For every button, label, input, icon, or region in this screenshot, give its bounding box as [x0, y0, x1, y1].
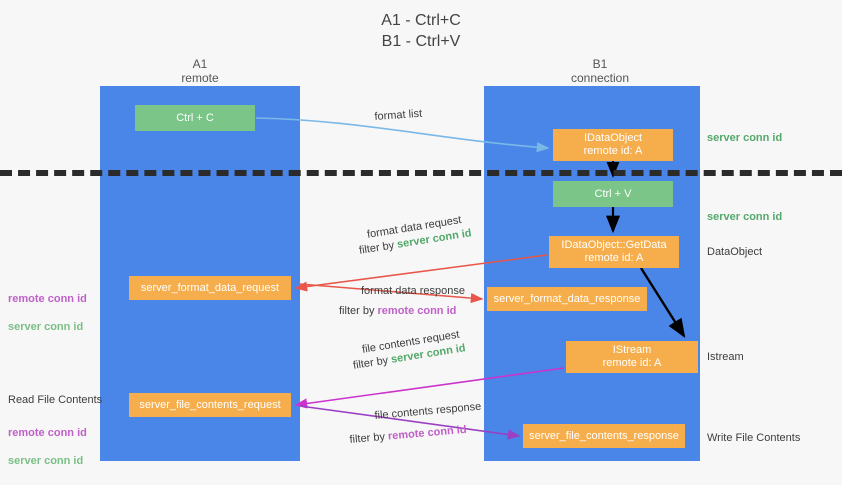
annotation-server-conn-id-top: server conn id: [707, 132, 783, 144]
node-server-file-contents-response[interactable]: server_file_contents_response: [523, 424, 685, 448]
node-ctrl-c[interactable]: Ctrl + C: [135, 105, 255, 131]
annotation-istream: Istream: [707, 351, 744, 363]
annotation-server-conn-id: server conn id: [8, 455, 84, 467]
annotation-dataobject: DataObject: [707, 246, 763, 258]
edge-label-format-list: format list: [374, 107, 423, 123]
divider-dashed-line: [0, 170, 842, 176]
annotation-server-conn-id: server conn id: [8, 321, 84, 333]
lane-header-b1: B1 connection: [570, 57, 630, 85]
node-server-format-data-request[interactable]: server_format_data_request: [129, 276, 291, 300]
node-idataobject-getdata[interactable]: IDataObject::GetData remote id: A: [549, 236, 679, 268]
lane-header-a1: A1 remote: [181, 57, 219, 85]
annotation-read-file-contents: Read File Contents: [8, 394, 103, 406]
annotation-conn-id-pair-bottom: remote conn id server conn id: [8, 412, 87, 482]
filter-prefix: filter by: [339, 305, 378, 317]
annotation-remote-conn-id: remote conn id: [8, 427, 87, 439]
node-server-file-contents-request[interactable]: server_file_contents_request: [129, 393, 291, 417]
page-title: A1 - Ctrl+C B1 - Ctrl+V: [381, 12, 461, 50]
node-ctrl-v[interactable]: Ctrl + V: [553, 181, 673, 207]
filter-prefix: filter by: [352, 353, 393, 372]
annotation-conn-id-pair-top: remote conn id server conn id: [8, 278, 87, 348]
edge-label-file-contents-response: file contents response: [374, 400, 482, 422]
filter-prefix: filter by: [358, 238, 399, 257]
annotation-write-file-contents: Write File Contents: [707, 432, 801, 444]
edge-label-file-contents-response-filter: filter by remote conn id: [349, 423, 467, 448]
annotation-remote-conn-id: remote conn id: [8, 293, 87, 305]
edge-label-format-data-response: format data response: [361, 285, 465, 297]
node-idataobject[interactable]: IDataObject remote id: A: [553, 129, 673, 161]
node-istream[interactable]: IStream remote id: A: [566, 341, 698, 373]
filter-key-remote-conn-id: remote conn id: [387, 423, 468, 443]
filter-prefix: filter by: [349, 430, 389, 446]
edge-label-format-data-response-filter: filter by remote conn id: [339, 304, 456, 319]
annotation-server-conn-id-mid: server conn id: [707, 211, 783, 223]
node-server-format-data-response[interactable]: server_format_data_response: [487, 287, 647, 311]
filter-key-remote-conn-id: remote conn id: [377, 305, 457, 317]
